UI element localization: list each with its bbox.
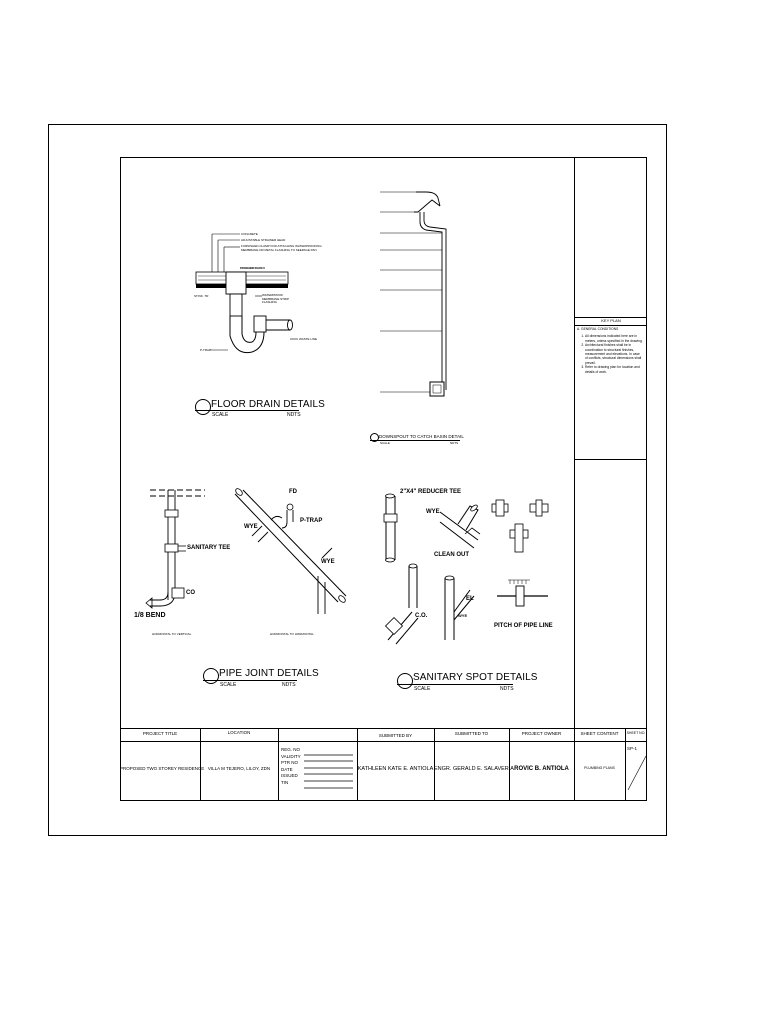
value-submitted-to: ENGR. GERALD E. SALAVERIA xyxy=(434,766,514,772)
floor-drain-scale-value: NDTS xyxy=(287,412,301,418)
callout-membrane: WATERPROOF MEMBRANE STRIP FLASHING xyxy=(262,293,289,304)
label-bend: 1/8 BEND xyxy=(134,612,166,619)
floor-drain-title-marker xyxy=(195,399,211,415)
date-label: DATE xyxy=(281,766,293,772)
value-submitted-by: KATHLEEN KATE E. ANTIOLA xyxy=(357,766,434,772)
label-wye: WYE xyxy=(426,509,440,515)
value-sheet-content: PLUMBING PLANS xyxy=(584,766,615,770)
general-conditions-heading: A. GENERAL CONDITIONS xyxy=(577,327,619,331)
pipe-joint-title: PIPE JOINT DETAILS xyxy=(219,668,319,679)
header-sheet-no: SHEET NO. xyxy=(626,731,646,735)
general-conditions-notes: A. GENERAL CONDITIONS All dimensions ind… xyxy=(577,327,643,374)
tin-label: TIN xyxy=(281,779,289,785)
title-block-divider xyxy=(357,728,358,801)
sheet-outer-frame xyxy=(48,124,667,836)
key-plan-box xyxy=(575,317,647,460)
title-block-divider xyxy=(625,728,626,801)
right-column-divider xyxy=(574,157,575,728)
callout-strainer: ADJUSTABLE STRAINER HEAD xyxy=(241,238,286,242)
reg-no-label: REG. NO xyxy=(281,747,301,752)
label-p-trap: P-TRAP xyxy=(300,518,323,524)
downspout-title-underline xyxy=(370,440,460,441)
value-location: VILLA M TEJERO, LILOY, ZDN xyxy=(207,766,271,771)
callout-clamp: FURNISHED CLAMP FOR ATTACHING WATERPROOF… xyxy=(241,244,322,252)
floor-drain-scale-label: SCALE xyxy=(212,412,229,418)
sanitary-spot-title-underline xyxy=(397,684,513,685)
title-block-divider xyxy=(200,728,201,801)
label-co: C.O. xyxy=(415,613,428,619)
ptr-no-label: PTR NO xyxy=(281,760,299,765)
label-el: EL xyxy=(466,596,474,602)
title-block-header-divider xyxy=(120,741,647,742)
pipe-joint-scale-value: NDTS xyxy=(282,682,296,688)
pipe-joint-scale-label: SCALE xyxy=(220,682,237,688)
floor-drain-title: FLOOR DRAIN DETAILS xyxy=(211,399,325,410)
sanitary-spot-scale-label: SCALE xyxy=(414,686,431,692)
registration-block: REG. NO VALIDITY PTR NO DATE ISSUED TIN xyxy=(281,747,301,786)
label-co-left: CO xyxy=(186,590,195,596)
callout-finished-floor: FINISHED FLOOR xyxy=(240,266,266,270)
title-block-top-border xyxy=(120,728,647,729)
label-pitch-of-pipe-line: PITCH OF PIPE LINE xyxy=(494,623,553,629)
header-submitted-to: SUBMITTED TO xyxy=(454,731,489,736)
header-location: LOCATION xyxy=(227,730,251,735)
note-item: Refer to drawing plan for location and d… xyxy=(585,365,643,374)
title-block-divider xyxy=(434,728,435,801)
label-wye-left: WYE xyxy=(244,524,258,530)
validity-label: VALIDITY xyxy=(281,753,301,759)
sanitary-spot-title: SANITARY SPOT DETAILS xyxy=(413,672,538,683)
title-block-divider xyxy=(278,728,279,801)
downspout-scale-value: NDTS xyxy=(450,441,459,445)
caption-horizontal-to-horizontal: HORIZONTAL TO HORIZONTAL xyxy=(270,632,314,636)
issued-label: ISSUED xyxy=(281,773,298,778)
callout-concrete: CONCRETE xyxy=(241,232,258,236)
downspout-title: DOWNSPOUT TO CATCH BASIN DETAIL xyxy=(379,434,464,439)
label-wye-right: WYE xyxy=(321,559,335,565)
pipe-joint-title-underline xyxy=(203,680,297,681)
label-sanitary-tee: SANITARY TEE xyxy=(187,545,231,551)
label-clean-out: CLEAN OUT xyxy=(434,552,469,558)
caption-horizontal-to-vertical: HORIZONTAL TO VERTICAL xyxy=(152,632,192,636)
label-fd: FD xyxy=(289,489,297,495)
value-sheet-no: SP-1 xyxy=(627,746,638,751)
key-plan-separator xyxy=(575,325,647,326)
callout-p-trap: P-TRAP xyxy=(200,348,212,352)
downspout-scale-label: SCALE xyxy=(380,441,390,445)
callout-waste-line: WASTE LINE xyxy=(299,337,318,341)
header-sheet-content: SHEET CONTENT xyxy=(580,731,619,736)
title-block-divider xyxy=(574,728,575,801)
label-wye-2: WYE xyxy=(458,613,468,618)
sanitary-spot-title-marker xyxy=(397,673,413,689)
notes-list: All dimensions indicated here are in met… xyxy=(577,334,643,374)
note-item: All dimensions indicated here are in met… xyxy=(585,334,643,343)
value-project-owner: ROVIC B. ANTIOLA xyxy=(514,766,569,772)
header-project-title: PROJECT TITLE xyxy=(142,731,178,736)
note-item: Architectural finishes shall be in coord… xyxy=(585,343,643,365)
callout-stnk: ST/NK. TR xyxy=(194,294,209,298)
label-reducer-tee: 2"X4" REDUCER TEE xyxy=(400,489,462,495)
title-block-divider xyxy=(509,728,510,801)
downspout-title-marker xyxy=(370,433,379,442)
sanitary-spot-scale-value: NDTS xyxy=(500,686,514,692)
floor-drain-title-underline xyxy=(195,410,299,411)
pipe-joint-title-marker xyxy=(203,668,219,684)
header-project-owner: PROJECT OWNER xyxy=(521,731,562,736)
key-plan-title: KEY PLAN xyxy=(601,318,621,323)
drawing-border xyxy=(120,157,647,801)
header-submitted-by: SUBMITTED BY xyxy=(378,733,413,738)
value-project-title: PROPOSED TWO STOREY RESIDENCE xyxy=(120,766,205,771)
